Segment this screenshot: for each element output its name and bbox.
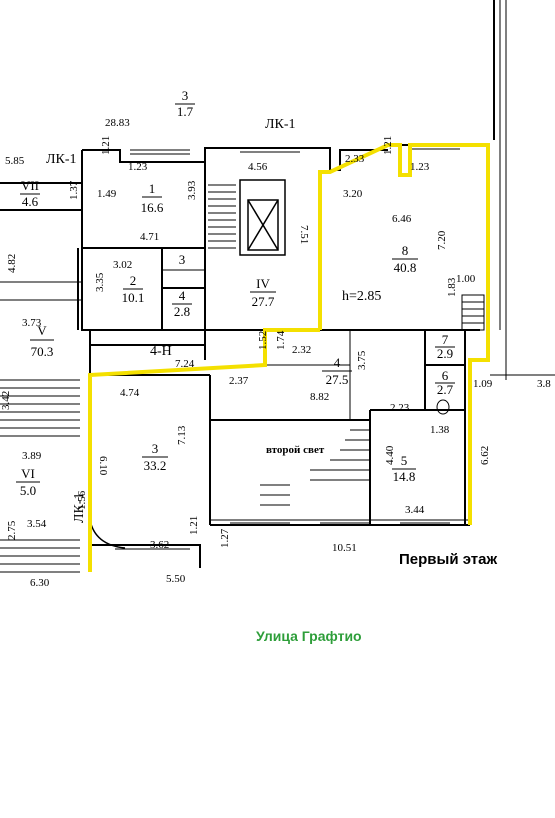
- room-area: 2.8: [174, 304, 190, 319]
- room-area: 1.7: [177, 104, 194, 119]
- dimension-label: 3.02: [113, 259, 132, 271]
- fraction-bars: [16, 103, 455, 483]
- room-area: 27.7: [252, 294, 275, 309]
- dimension-label: 4.82: [6, 254, 18, 273]
- dimension-label: 1.74: [275, 330, 287, 350]
- dimension-label: 3.35: [94, 272, 106, 292]
- room-area: 10.1: [122, 290, 145, 305]
- room-num: 6: [442, 368, 449, 383]
- dimension-label: 6.46: [392, 213, 412, 225]
- room-area: 2.7: [437, 382, 454, 397]
- curved-wall: [89, 519, 126, 549]
- dimension-label: 7.51: [298, 225, 310, 244]
- dimension-label: 10.51: [332, 542, 357, 554]
- dimension-label: 6.10: [97, 456, 109, 476]
- dimension-label: 2.32: [292, 344, 311, 356]
- room-area: 5.0: [20, 483, 36, 498]
- room-num: 5: [401, 453, 408, 468]
- floor-title: Первый этаж: [399, 551, 498, 568]
- room-num: VI: [21, 466, 35, 481]
- room-area: 33.2: [144, 458, 167, 473]
- room-num: 3: [152, 441, 159, 456]
- room-num: VII: [21, 178, 39, 193]
- room-num: V: [37, 323, 47, 338]
- room-area: 27.5: [326, 372, 349, 387]
- dimension-label: 1.21: [100, 136, 112, 155]
- dimension-label: 28.83: [105, 117, 130, 129]
- toilet-icon: [436, 399, 450, 415]
- dimension-label: 2.75: [6, 520, 18, 540]
- dimension-label: 2.37: [229, 375, 249, 387]
- dimension-label: 5.50: [166, 573, 186, 585]
- dimension-label: 2.23: [390, 402, 410, 414]
- highlight-mid: [88, 328, 320, 572]
- room-area: 4.6: [22, 194, 39, 209]
- dimension-label: 1.21: [188, 516, 200, 535]
- dimension-label: 5.85: [5, 155, 25, 167]
- dimension-label: 3.44: [405, 504, 425, 516]
- dimension-label: 1.00: [456, 273, 476, 285]
- lk-label-bottom: ЛК-1: [72, 493, 87, 524]
- dimension-label: 1.23: [128, 161, 148, 173]
- dimension-labels: 28.83 1.21 1.23 4.56 2.33 1.21 1.23 5.85…: [0, 117, 551, 589]
- dimension-label: 1.49: [97, 188, 117, 200]
- dimension-label: 7.24: [175, 358, 195, 370]
- elevator-shaft: [239, 179, 286, 256]
- dimension-label: 1.27: [219, 528, 231, 548]
- dimension-label: 3.54: [27, 518, 47, 530]
- dimension-label: 3.75: [356, 350, 368, 370]
- dimension-label: 4.56: [248, 161, 268, 173]
- dimension-label: 3.73: [22, 317, 42, 329]
- dimension-label: 6.62: [479, 446, 491, 465]
- stair-4n-label: 4-Н: [150, 344, 172, 359]
- dimension-label: 3.20: [343, 188, 363, 200]
- dimension-label: 1.09: [473, 378, 493, 390]
- dimension-label: 6.30: [30, 577, 50, 589]
- street-label: Улица Графтио: [256, 628, 362, 644]
- room-num: 8: [402, 243, 409, 258]
- dimension-label: 4.74: [120, 387, 140, 399]
- room-num: 3: [182, 88, 189, 103]
- dimension-label: 3.93: [186, 180, 198, 200]
- room-labels: VII 4.6 1 16.6 2 10.1 3 4 2.8 IV 27.7 8 …: [20, 88, 454, 498]
- dimension-label: 4.71: [140, 231, 159, 243]
- vent-grate: [461, 294, 485, 331]
- room-area: 2.9: [437, 346, 453, 361]
- dimension-label: 3.62: [150, 539, 169, 551]
- room-num: 4: [179, 288, 186, 303]
- dimension-label: 7.13: [176, 425, 188, 445]
- dimension-label: 2.33: [345, 153, 365, 165]
- second-light-label: второй свет: [266, 444, 325, 456]
- stair-hatching: [0, 184, 370, 573]
- misc-labels: h=2.85 второй свет ЛК-1 ЛК-1 ЛК-1 4-Н: [46, 117, 381, 523]
- lk-label-left: ЛК-1: [46, 152, 77, 167]
- dimension-label: 4.40: [384, 445, 396, 465]
- room-num: 1: [149, 181, 156, 196]
- dimension-label: 1.21: [382, 136, 394, 155]
- room-area: 14.8: [393, 469, 416, 484]
- room-area: 70.3: [31, 344, 54, 359]
- room-area: 40.8: [394, 260, 417, 275]
- dimension-label: 3.42: [0, 391, 12, 410]
- dimension-label: 1.56: [76, 490, 88, 510]
- dimension-label: 1.23: [410, 161, 430, 173]
- room-num: 2: [130, 273, 137, 288]
- dimension-label: 8.82: [310, 391, 329, 403]
- room-num: IV: [256, 276, 270, 291]
- dimension-label: 1.52: [257, 331, 269, 350]
- dimension-label: 1.83: [446, 277, 458, 297]
- height-label: h=2.85: [342, 289, 381, 304]
- dimension-label: 3.89: [22, 450, 42, 462]
- room-num: 4: [334, 355, 341, 370]
- dimension-label: 1.37: [68, 180, 80, 200]
- highlight-upper: [318, 143, 490, 525]
- dimension-label: 7.20: [436, 230, 448, 250]
- lk-label-top: ЛК-1: [265, 117, 296, 132]
- room-num: 7: [442, 332, 449, 347]
- room-num: 3: [179, 252, 186, 267]
- dimension-label: 1.38: [430, 424, 450, 436]
- dimension-label: 3.8: [537, 378, 551, 390]
- room-area: 16.6: [141, 200, 164, 215]
